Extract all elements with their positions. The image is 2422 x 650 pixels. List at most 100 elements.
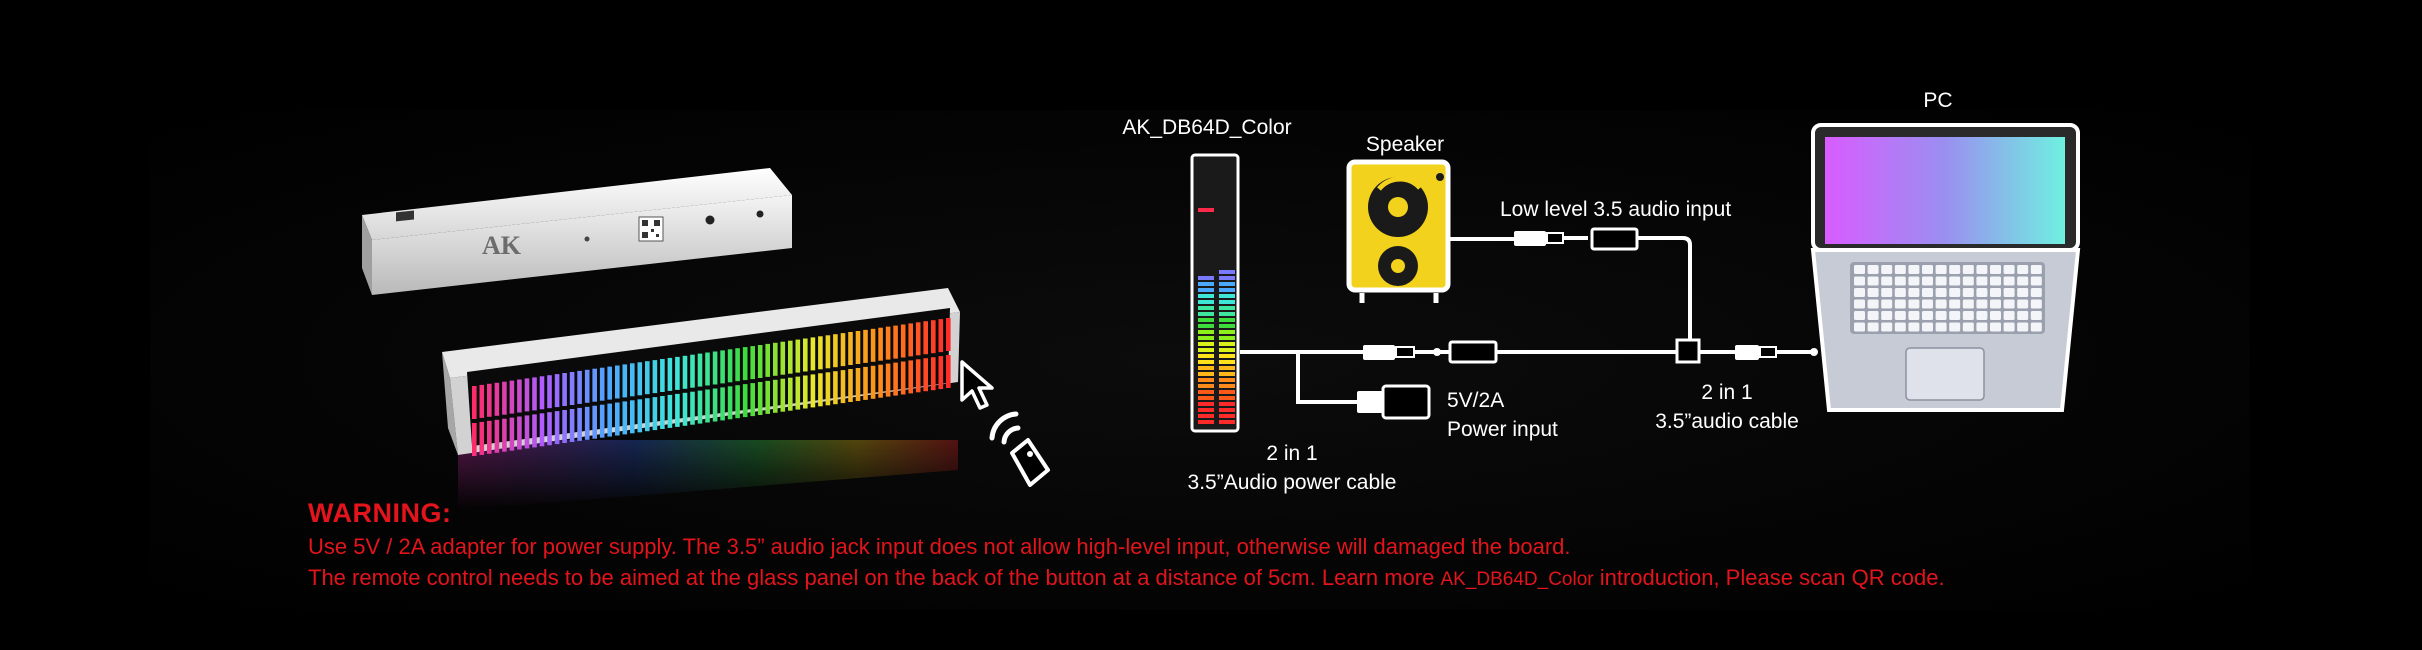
spectrum-bar bbox=[547, 375, 552, 409]
spectrum-bar bbox=[833, 371, 838, 405]
spectrum-bar bbox=[697, 390, 703, 424]
spectrum-bar bbox=[810, 337, 816, 371]
spectrum-bar bbox=[765, 380, 770, 414]
spectrum-bar bbox=[720, 350, 725, 384]
spectrum-bar bbox=[810, 374, 816, 408]
cable-power bbox=[1296, 352, 1357, 404]
product-photo: AK bbox=[362, 168, 1050, 510]
spectrum-bar bbox=[833, 334, 838, 368]
warning-line-2: The remote control needs to be aimed at … bbox=[308, 565, 1945, 591]
spectrum-bar bbox=[502, 381, 507, 415]
vu-bar bbox=[1219, 366, 1235, 370]
keyboard-key bbox=[1976, 311, 1988, 320]
keyboard-key bbox=[1976, 276, 1988, 286]
keyboard-key bbox=[1990, 288, 2001, 297]
cable-right-label-1: 2 in 1 bbox=[1701, 381, 1752, 404]
vu-bar bbox=[1198, 312, 1214, 316]
keyboard-key bbox=[1908, 276, 1920, 286]
keyboard-key bbox=[1908, 322, 1920, 332]
spectrum-bar bbox=[946, 318, 951, 351]
spectrum-bar bbox=[705, 352, 710, 386]
jack-plug-right-icon bbox=[1735, 345, 1759, 360]
vu-bar bbox=[1219, 348, 1235, 352]
keyboard-key bbox=[1881, 265, 1893, 274]
vu-bar bbox=[1198, 408, 1214, 412]
vu-meter-device bbox=[1190, 153, 1240, 433]
spectrum-bar bbox=[494, 382, 500, 416]
keyboard-key bbox=[1894, 311, 1906, 320]
spectrum-bar bbox=[923, 358, 928, 392]
keyboard-key bbox=[1854, 299, 1865, 309]
spectrum-bar bbox=[803, 375, 808, 409]
spectrum-bar bbox=[599, 367, 605, 401]
vu-bar bbox=[1219, 300, 1235, 304]
keyboard-key bbox=[1881, 299, 1893, 309]
spectrum-bar bbox=[727, 386, 733, 420]
spectrum-bar bbox=[547, 412, 552, 446]
keyboard-key bbox=[1854, 311, 1865, 320]
spectrum-bar bbox=[840, 370, 846, 404]
vu-bar bbox=[1219, 306, 1235, 310]
spectrum-bar bbox=[870, 365, 876, 399]
keyboard-key bbox=[1976, 322, 1988, 332]
spectrum-bar bbox=[946, 355, 951, 388]
spectrum-bar bbox=[795, 376, 801, 410]
spectrum-bar bbox=[539, 376, 545, 410]
spectrum-bar bbox=[682, 355, 688, 389]
vu-bar bbox=[1219, 420, 1235, 424]
keyboard-key bbox=[1867, 311, 1879, 320]
spectrum-bar bbox=[848, 332, 853, 365]
cursor-arrow-icon bbox=[960, 360, 994, 410]
keyboard-key bbox=[2003, 265, 2015, 274]
vu-bar bbox=[1219, 324, 1235, 328]
spectrum-bar bbox=[607, 366, 612, 400]
spectrum-bar bbox=[735, 348, 740, 382]
spectrum-bar bbox=[915, 322, 921, 356]
vu-bar bbox=[1219, 318, 1235, 322]
jack-plug-speaker-icon bbox=[1514, 231, 1546, 246]
spectrum-bar bbox=[577, 370, 582, 404]
spectrum-bar bbox=[487, 420, 492, 454]
cable-splitter-box bbox=[1448, 340, 1498, 364]
keyboard-key bbox=[1894, 299, 1906, 309]
vu-bar bbox=[1219, 396, 1235, 400]
vu-bar bbox=[1219, 312, 1235, 316]
vu-bar bbox=[1198, 336, 1214, 340]
spectrum-bar bbox=[915, 359, 921, 393]
spectrum-bar bbox=[742, 384, 748, 418]
keyboard-key bbox=[1990, 311, 2001, 320]
vu-bar bbox=[1198, 372, 1214, 376]
spectrum-bar bbox=[502, 418, 507, 452]
keyboard-key bbox=[1922, 311, 1933, 320]
spectrum-bar bbox=[863, 366, 868, 400]
spectrum-bar bbox=[825, 335, 831, 369]
keyboard-key bbox=[1962, 299, 1974, 309]
power-input-label-2: Power input bbox=[1447, 418, 1558, 441]
spectrum-bar bbox=[472, 423, 477, 456]
keyboard-key bbox=[1894, 276, 1906, 286]
spectrum-bar bbox=[773, 342, 778, 376]
keyboard-key bbox=[2003, 276, 2015, 286]
spectrum-bar bbox=[554, 411, 560, 445]
spectrum-bar bbox=[615, 365, 620, 399]
spectrum-bar bbox=[532, 377, 537, 411]
keyboard-key bbox=[1976, 288, 1988, 297]
jack-plug-icon bbox=[1363, 345, 1395, 360]
keyboard-key bbox=[1935, 311, 1947, 320]
spectrum-bar bbox=[825, 372, 831, 406]
warning-line-1: Use 5V / 2A adapter for power supply. Th… bbox=[308, 534, 1571, 559]
vu-bar bbox=[1198, 360, 1214, 364]
keyboard-key bbox=[1949, 311, 1961, 320]
spectrum-bar bbox=[622, 401, 628, 435]
vu-bar bbox=[1219, 390, 1235, 394]
keyboard-key bbox=[1935, 299, 1947, 309]
spectrum-bar bbox=[682, 392, 688, 426]
pc-label: PC bbox=[1923, 89, 1952, 112]
spectrum-bar bbox=[637, 362, 643, 396]
spectrum-bar bbox=[908, 323, 913, 357]
keyboard-key bbox=[2030, 311, 2042, 320]
laptop-icon bbox=[1810, 123, 2081, 412]
speaker-label: Speaker bbox=[1366, 133, 1444, 156]
spectrum-bar bbox=[900, 324, 906, 358]
